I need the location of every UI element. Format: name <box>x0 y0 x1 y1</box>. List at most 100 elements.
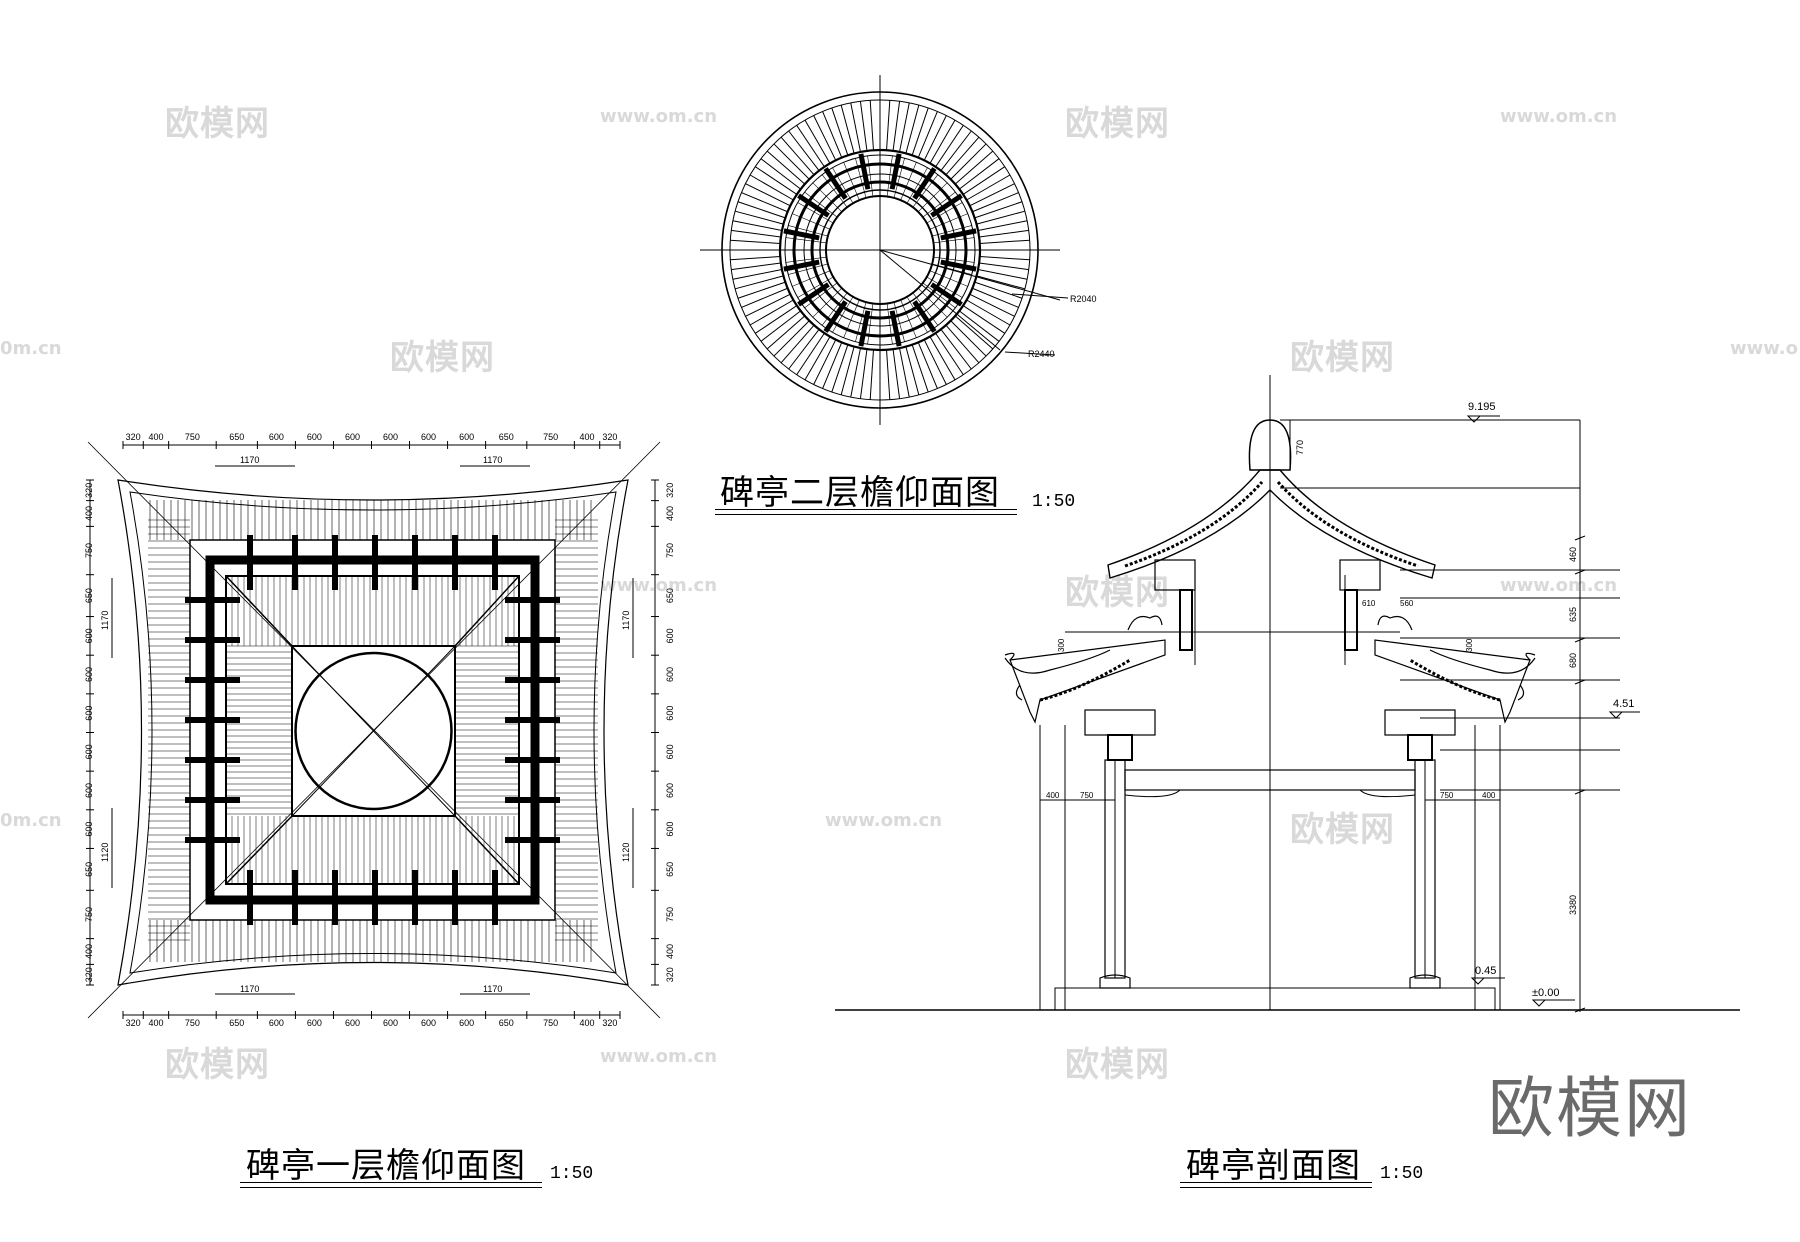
rafter-line <box>912 292 939 326</box>
rafter-line <box>788 130 820 171</box>
dim-bracket-1: 560 <box>1400 599 1414 608</box>
rafter-line <box>804 336 831 381</box>
rafter-line <box>730 256 781 261</box>
rafter-line <box>906 167 928 204</box>
dimension-label: 320 <box>84 967 94 982</box>
rafter-line <box>899 347 910 398</box>
bracket-marks <box>185 535 560 925</box>
rafter-line <box>812 182 843 213</box>
rafter-line <box>954 150 994 185</box>
dimension-label: 600 <box>665 706 675 721</box>
dimension-label: 650 <box>499 1018 514 1028</box>
dimension-label: 600 <box>307 1018 322 1028</box>
dimension-label: 600 <box>665 628 675 643</box>
dimension-label: 600 <box>421 1018 436 1028</box>
rafter-line <box>821 292 848 326</box>
rafter-line <box>867 155 874 197</box>
bracket-mark <box>940 259 977 272</box>
rafter-line <box>804 119 831 164</box>
radius-outer-label: R2440 <box>1028 349 1055 359</box>
rafter-line <box>912 174 939 208</box>
dim-finial: 770 <box>1295 440 1305 455</box>
dimension-label: 400 <box>665 506 675 521</box>
rafter-line <box>867 303 874 345</box>
bracket-mark <box>823 300 848 333</box>
rafter-line <box>929 336 956 381</box>
rafter-line <box>905 104 920 154</box>
rafter-line <box>843 162 860 201</box>
dimension-label: 600 <box>84 744 94 759</box>
title-underline <box>240 1187 542 1188</box>
dim-sub-left-lower: 1120 <box>100 843 110 862</box>
rafter-line <box>813 115 837 161</box>
rafter-line <box>797 276 834 298</box>
dimension-label: 600 <box>665 667 675 682</box>
rafter-line <box>840 346 855 396</box>
lower-eave-scale: 1:50 <box>550 1164 594 1184</box>
rafter-line <box>954 315 994 350</box>
upper-eave-plan <box>700 75 1069 425</box>
rafter-line <box>788 225 828 237</box>
rafter-line <box>933 237 975 244</box>
rafter-line <box>917 111 938 158</box>
rafter-line <box>977 269 1028 280</box>
dim-bottom-left-0: 400 <box>1046 791 1060 800</box>
dimension-label: 320 <box>665 483 675 498</box>
bracket-marks <box>783 153 977 347</box>
dim-bracket-0: 610 <box>1362 599 1376 608</box>
rafter-line <box>926 276 963 298</box>
rafter-line <box>932 225 972 237</box>
rafter-line <box>792 270 831 287</box>
rafter-line <box>977 220 1028 231</box>
rafter-line <box>923 339 947 385</box>
section-scale: 1:50 <box>1380 1164 1424 1184</box>
bracket-mark <box>797 193 830 218</box>
dimension-label: 600 <box>84 706 94 721</box>
rafter-line <box>886 349 891 400</box>
title-underline <box>1180 1187 1372 1188</box>
rafter-line <box>780 136 815 176</box>
rafter-line <box>945 136 980 176</box>
dim-sub-left-upper: 1170 <box>100 611 110 630</box>
rafter-line <box>785 256 827 263</box>
dimension-label: 600 <box>345 432 360 442</box>
rafter-line <box>900 299 917 338</box>
rafter-line <box>950 143 987 180</box>
dimension-label: 600 <box>459 1018 474 1028</box>
dimension-label: 400 <box>580 432 595 442</box>
dimension-label: 600 <box>345 1018 360 1028</box>
rafter-line <box>945 324 980 364</box>
dimension-column-right: 3204007506506006006006006006006507504003… <box>651 479 675 986</box>
dim-sub-right-lower: 1120 <box>621 843 631 862</box>
rafter-line <box>731 262 781 271</box>
dim-small-right: 300 <box>1465 638 1474 652</box>
dimension-label: 600 <box>269 432 284 442</box>
rafter-line <box>859 349 868 399</box>
rafter-line <box>766 150 806 185</box>
rafter-lines <box>148 500 598 962</box>
rafter-line <box>822 111 843 158</box>
rafter-line <box>940 329 972 370</box>
dimension-label: 600 <box>665 822 675 837</box>
dimension-label: 400 <box>84 506 94 521</box>
rafter-line <box>773 143 810 180</box>
dim-right-2: 635 <box>1568 607 1578 622</box>
bracket-mark <box>858 310 871 347</box>
rafter-line <box>745 293 791 317</box>
rafter-line <box>804 191 838 218</box>
rafter-line <box>734 275 784 290</box>
dimension-label: 650 <box>499 432 514 442</box>
dimension-label: 750 <box>665 543 675 558</box>
rafter-line <box>979 239 1030 244</box>
elevation-top: 9.195 <box>1468 401 1496 413</box>
rafter-line <box>976 210 1026 225</box>
rafter-line <box>940 130 972 171</box>
rafter-line <box>892 101 901 151</box>
rafter-line <box>780 324 815 364</box>
rafter-line <box>969 293 1015 317</box>
bracket-mark <box>889 310 902 347</box>
rafter-line <box>855 158 867 198</box>
rafter-line <box>886 303 893 345</box>
rafter-line <box>962 166 1005 195</box>
